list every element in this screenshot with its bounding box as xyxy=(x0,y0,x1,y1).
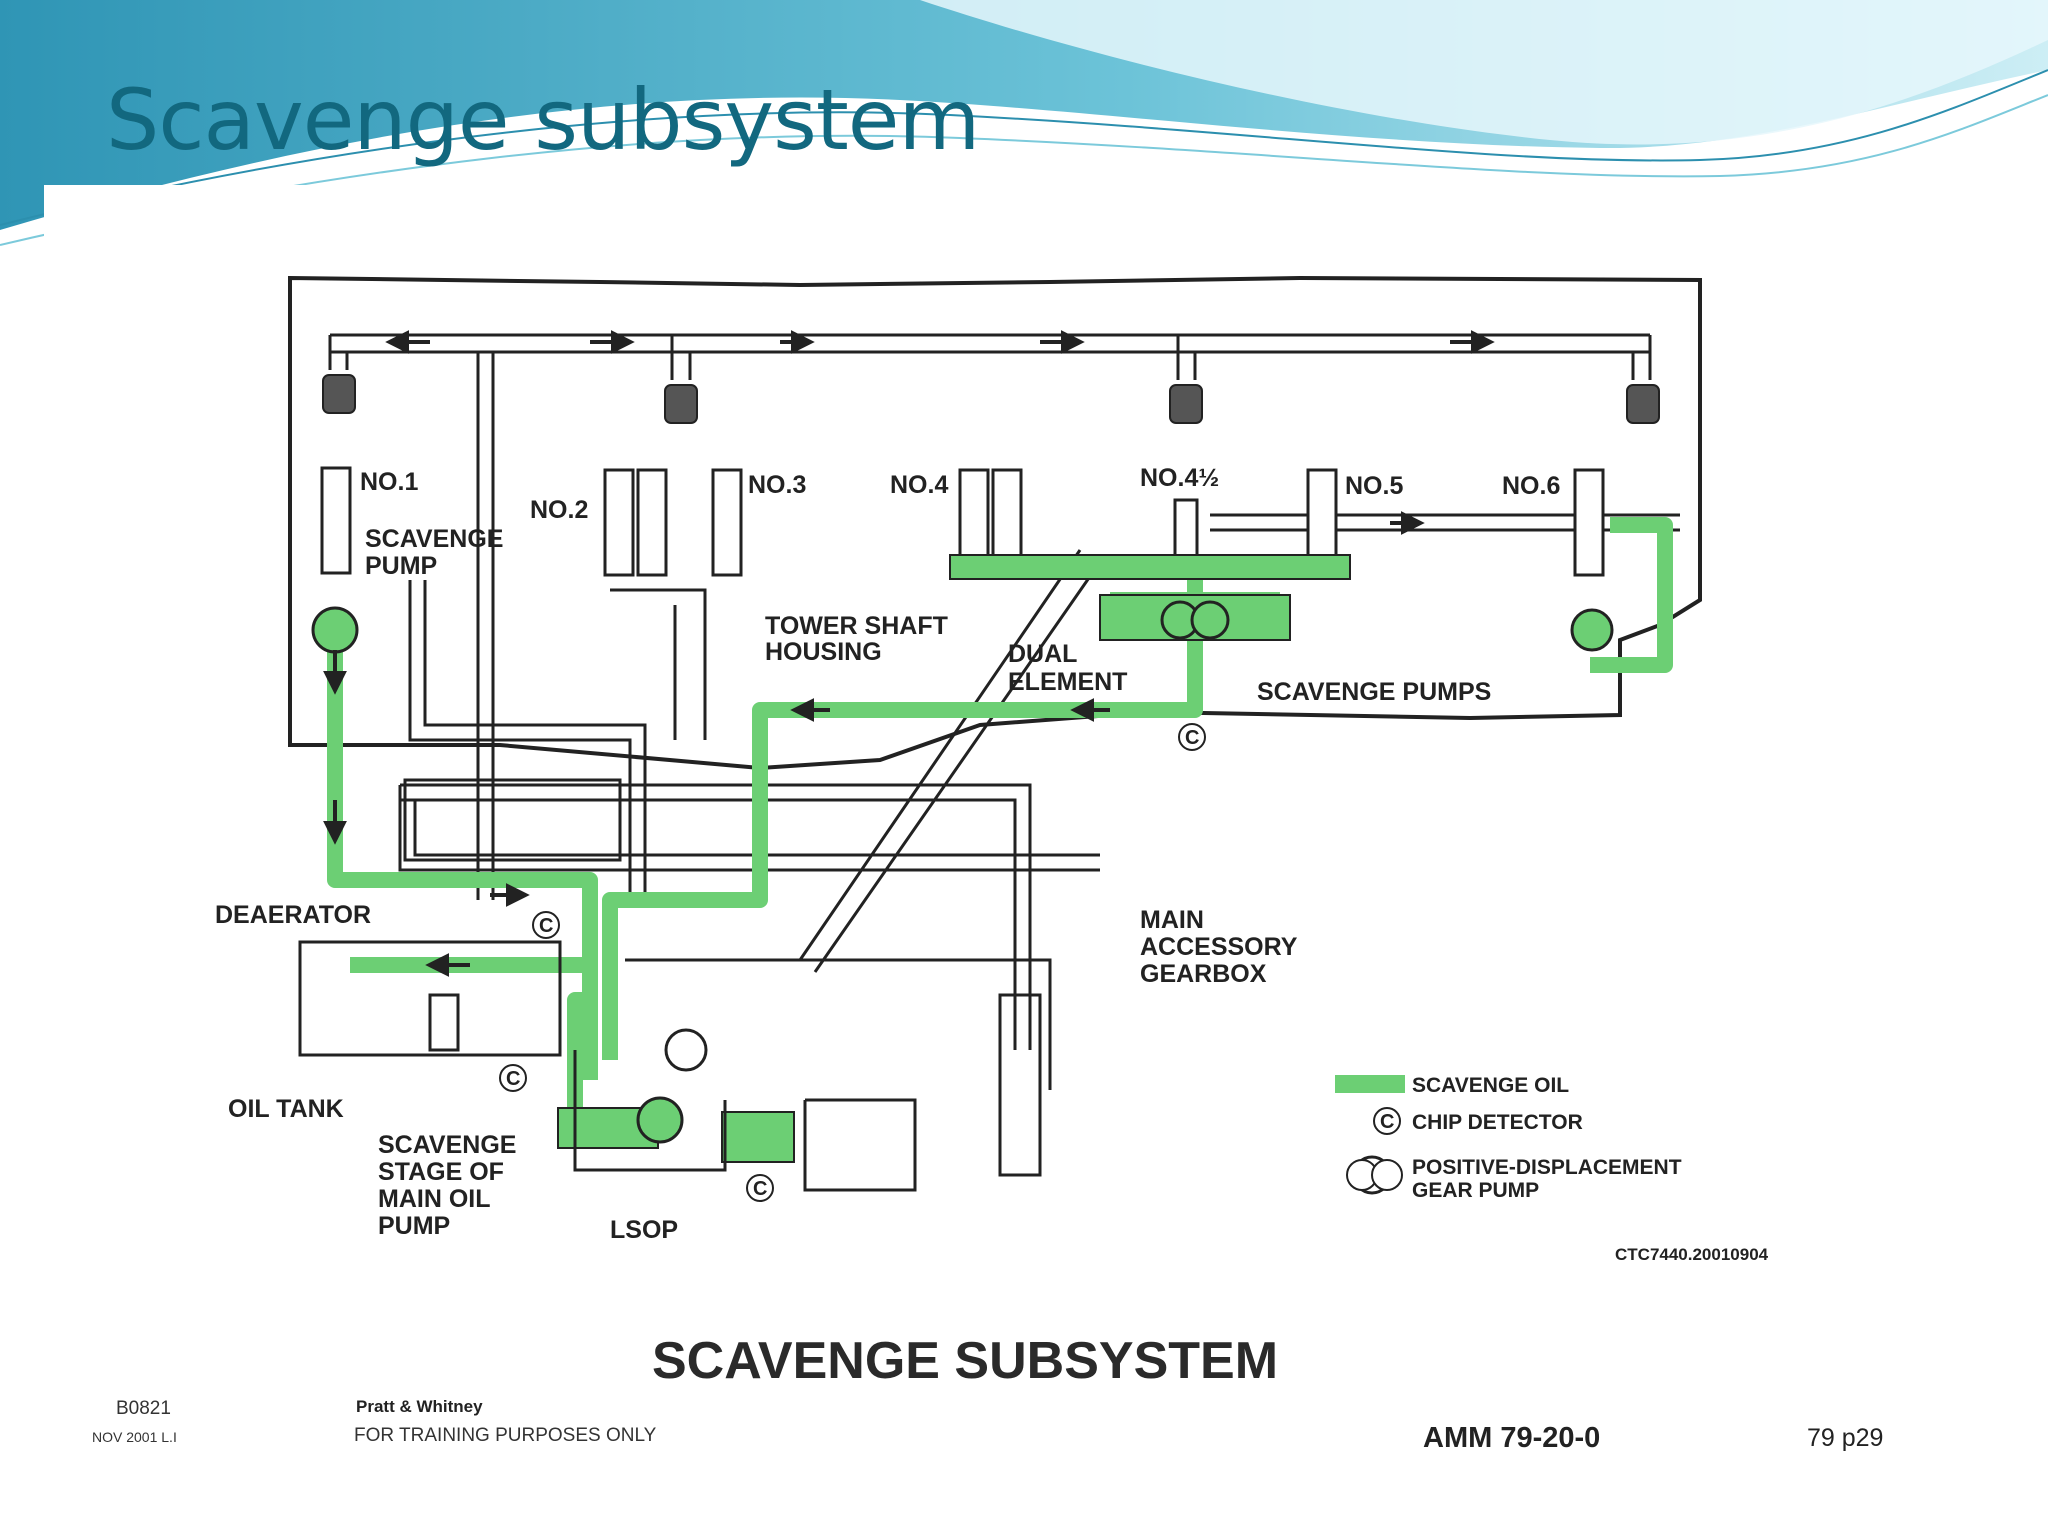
bearing-no4-label: NO.4 xyxy=(890,471,948,499)
tower-shaft-label-1: TOWER SHAFT xyxy=(765,612,948,640)
flow-arrows xyxy=(323,330,1495,977)
green-reservoirs xyxy=(557,554,1351,1163)
legend-chip-icon xyxy=(1373,1107,1401,1135)
footer-page-ref: 79 p29 xyxy=(1807,1424,1883,1452)
scavenge-stage-label-1: SCAVENGE xyxy=(378,1131,516,1159)
footer-doc-id: B0821 xyxy=(116,1398,171,1419)
bearing-no6-label: NO.6 xyxy=(1502,472,1560,500)
scavenge-pump-label-2: PUMP xyxy=(365,552,437,580)
dual-element-label-1: DUAL xyxy=(1008,640,1077,668)
chip-detector-lsop: C xyxy=(746,1174,774,1202)
chip-detector-deaerator: C xyxy=(532,911,560,939)
chip-detector-tank: C xyxy=(499,1064,527,1092)
dual-element-label-2: ELEMENT xyxy=(1008,668,1127,696)
reference-code: CTC7440.20010904 xyxy=(1615,1245,1769,1264)
oil-tank-label: OIL TANK xyxy=(228,1095,344,1123)
footer: B0821 NOV 2001 L.I Pratt & Whitney FOR T… xyxy=(92,1397,1883,1454)
svg-text:C: C xyxy=(1380,1111,1394,1133)
gearbox-label-1: MAIN xyxy=(1140,906,1204,934)
scavenge-stage-label-4: PUMP xyxy=(378,1212,450,1240)
pressure-lines xyxy=(328,333,1680,1050)
legend-scavenge-oil: SCAVENGE OIL xyxy=(1412,1074,1569,1097)
tower-shaft-label-2: HOUSING xyxy=(765,638,882,666)
svg-text:C: C xyxy=(1185,727,1199,749)
legend-scavenge-oil-swatch xyxy=(1335,1075,1405,1093)
gearbox-label-3: GEARBOX xyxy=(1140,960,1267,988)
svg-text:C: C xyxy=(506,1068,520,1090)
oil-jets xyxy=(322,374,1660,424)
footer-date: NOV 2001 L.I xyxy=(92,1429,177,1445)
header-curve-line-2 xyxy=(0,94,2048,246)
component-labels: SCAVENGE PUMP TOWER SHAFT HOUSING DUAL E… xyxy=(215,525,1491,1244)
chip-detector-top: C xyxy=(1178,723,1206,751)
scavenge-stage-label-3: MAIN OIL xyxy=(378,1185,491,1213)
scavenge-pump-label-1: SCAVENGE xyxy=(365,525,503,553)
engine-case-outline xyxy=(288,275,1702,771)
footer-manual-ref: AMM 79-20-0 xyxy=(1423,1422,1600,1454)
header-curve-line xyxy=(0,69,2048,226)
bearing-no2-label: NO.2 xyxy=(530,496,588,524)
bearing-no5-label: NO.5 xyxy=(1345,472,1403,500)
bearing-no1-label: NO.1 xyxy=(360,468,418,496)
scavenge-pumps-label: SCAVENGE PUMPS xyxy=(1257,678,1491,706)
legend-gear-pump-2: GEAR PUMP xyxy=(1412,1179,1539,1202)
legend-gear-pump-1: POSITIVE-DISPLACEMENT xyxy=(1412,1156,1682,1179)
footer-company: Pratt & Whitney xyxy=(356,1397,483,1416)
legend-chip-detector: CHIP DETECTOR xyxy=(1412,1111,1583,1134)
gearbox-and-tank xyxy=(298,588,1052,1192)
svg-text:C: C xyxy=(753,1178,767,1200)
legend: SCAVENGE OIL C CHIP DETECTOR POSITIVE-DI… xyxy=(1335,1074,1682,1202)
header-wave-highlight xyxy=(920,0,2048,145)
footer-notice: FOR TRAINING PURPOSES ONLY xyxy=(354,1425,657,1446)
bearing-no4half-label: NO.4½ xyxy=(1140,464,1219,492)
bearing-no3-label: NO.3 xyxy=(748,471,806,499)
bearing-labels: NO.1 NO.2 NO.3 NO.4 NO.4½ NO.5 NO.6 xyxy=(360,464,1560,524)
lsop-label: LSOP xyxy=(610,1216,678,1244)
diagram-caption: SCAVENGE SUBSYSTEM xyxy=(652,1332,1278,1390)
scavenge-stage-label-2: STAGE OF xyxy=(378,1158,504,1186)
deaerator-label: DEAERATOR xyxy=(215,901,371,929)
legend-gear-pump-icon xyxy=(1346,1159,1403,1191)
chip-detectors: C C C C xyxy=(499,723,1206,1202)
gearbox-label-2: ACCESSORY xyxy=(1140,933,1298,961)
slide-title: Scavenge subsystem xyxy=(106,71,980,169)
svg-text:C: C xyxy=(539,915,553,937)
